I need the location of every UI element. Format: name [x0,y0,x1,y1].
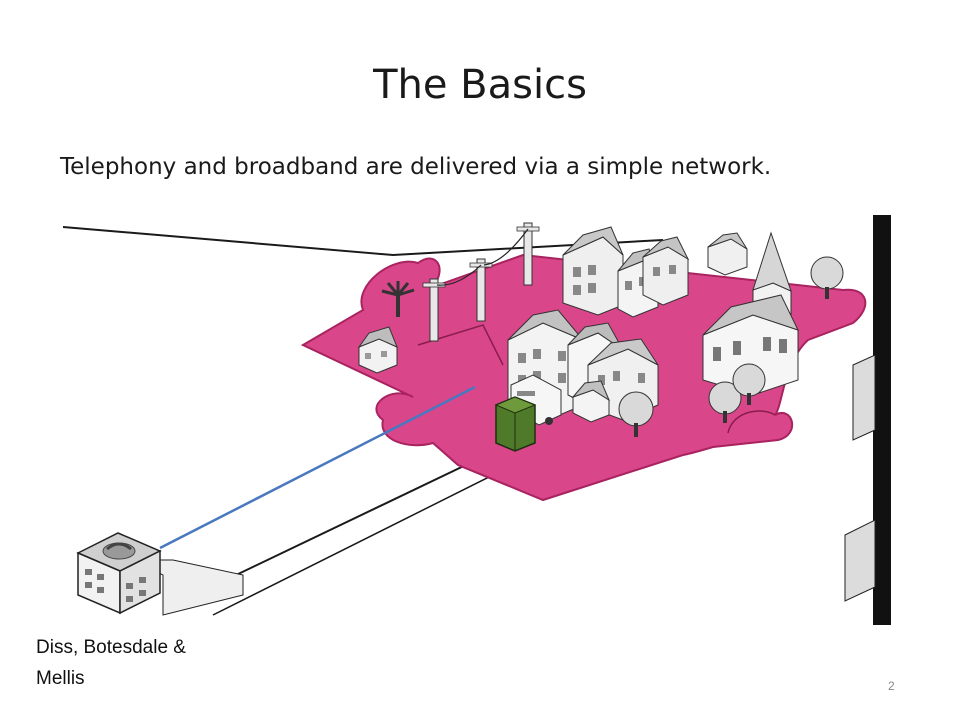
network-illustration [63,215,891,625]
house-icon [357,326,398,374]
slide-title: The Basics [373,62,587,108]
exchange-building-icon [76,532,244,616]
slide-subtitle: Telephony and broadband are delivered vi… [60,154,772,180]
page-number: 2 [888,679,895,693]
street-cabinet-icon [494,396,537,452]
palm-tree-icon [381,281,415,317]
telephone-icon [102,542,136,560]
exchange-caption: Diss, Botesdale & Mellis [36,637,186,689]
tree-icon [618,256,844,437]
house-icon [562,226,748,318]
church-icon [702,231,799,396]
telegraph-pole-icon [422,222,540,342]
frame-edge [873,215,891,625]
copper-line [159,385,476,550]
